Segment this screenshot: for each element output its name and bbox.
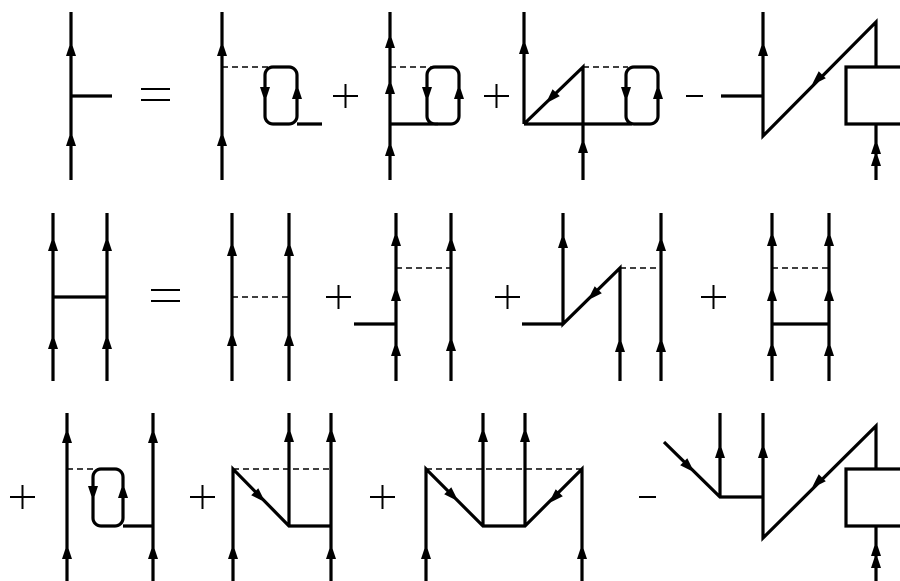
arrow-up-icon: [577, 544, 587, 559]
arrow-up-icon: [326, 544, 336, 559]
arrow-up-icon: [326, 427, 336, 442]
arrow-up-icon: [62, 428, 72, 443]
term-crossed-loop: [519, 12, 663, 180]
plus-sign: [333, 84, 358, 108]
arrow-up-icon: [391, 286, 401, 301]
arrow-up-icon: [824, 341, 834, 356]
plus-sign: [495, 285, 520, 309]
arrow-up-icon: [391, 231, 401, 246]
arrow-up-icon: [615, 337, 625, 352]
arrow-up-icon: [227, 241, 237, 256]
arrow-up-icon: [385, 33, 395, 48]
term-loop-ladder: [62, 413, 158, 581]
equals-sign: [141, 88, 170, 101]
term-box-insertion: [721, 12, 900, 180]
arrow-up-icon: [578, 138, 588, 153]
plus-sign: [701, 285, 726, 309]
arrow-up-icon: [66, 131, 76, 146]
arrow-up-icon: [653, 84, 663, 99]
arrow-up-icon: [519, 39, 529, 54]
arrow-up-icon: [284, 427, 294, 442]
arrow-up-icon: [824, 231, 834, 246]
arrow-up-icon: [421, 544, 431, 559]
arrow-up-icon: [66, 41, 76, 56]
lhs-two-line-vertex: [48, 213, 112, 381]
arrow-up-icon: [148, 428, 158, 443]
arrow-up-icon: [454, 84, 464, 99]
arrow-down-icon: [88, 486, 98, 501]
plus-sign: [190, 485, 215, 509]
plus-sign: [370, 485, 395, 509]
arrow-down-icon: [422, 87, 432, 102]
equation-row-2: [48, 213, 834, 381]
arrow-up-icon: [102, 236, 112, 251]
arrow-down-icon: [260, 87, 270, 102]
arrow-down-icon: [621, 87, 631, 102]
term-vertex-insertion: [354, 213, 456, 381]
arrow-up-icon: [478, 427, 488, 442]
arrow-up-icon: [558, 233, 568, 248]
arrow-up-icon: [656, 337, 666, 352]
arrow-up-icon: [48, 236, 58, 251]
arrow-up-icon: [227, 331, 237, 346]
arrow-up-icon: [48, 334, 58, 349]
equation-row-1: [66, 12, 900, 180]
arrow-up-icon: [385, 141, 395, 156]
term-ladder: [767, 213, 834, 381]
arrow-up-icon: [391, 341, 401, 356]
arrow-up-icon: [656, 236, 666, 251]
arrow-up-icon: [385, 79, 395, 94]
arrow-up-icon: [758, 443, 768, 458]
term-ladder-loop: [385, 12, 464, 180]
arrow-up-icon: [824, 286, 834, 301]
arrow-up-icon: [767, 286, 777, 301]
lhs-single-vertex: [66, 12, 112, 180]
arrow-up-icon: [520, 427, 530, 442]
equation-row-3: [10, 413, 900, 581]
arrow-up-icon: [102, 334, 112, 349]
plus-sign: [484, 84, 509, 108]
arrow-up-icon: [767, 231, 777, 246]
arrow-up-icon: [446, 336, 456, 351]
arrow-up-icon: [292, 84, 302, 99]
equals-sign: [151, 289, 180, 302]
arrow-up-icon: [284, 241, 294, 256]
arrow-up-icon: [217, 131, 227, 146]
arrow-up-icon: [758, 41, 768, 56]
arrow-up-icon: [118, 483, 128, 498]
term-single-crossed: [228, 413, 336, 581]
arrow-up-icon: [228, 544, 238, 559]
term-double-crossed: [421, 413, 587, 581]
arrow-up-icon: [217, 41, 227, 56]
arrow-up-icon: [148, 544, 158, 559]
plus-sign: [10, 485, 35, 509]
arrow-up-icon: [715, 443, 725, 458]
arrow-up-icon: [446, 236, 456, 251]
plus-sign: [326, 285, 351, 309]
term-three-line-box: [662, 413, 900, 581]
term-exchange-loop: [217, 12, 322, 180]
term-crossed-vertex: [522, 213, 666, 381]
arrow-up-icon: [62, 544, 72, 559]
arrow-up-icon: [284, 331, 294, 346]
arrow-up-icon: [767, 341, 777, 356]
term-bare-exchange: [227, 213, 294, 381]
